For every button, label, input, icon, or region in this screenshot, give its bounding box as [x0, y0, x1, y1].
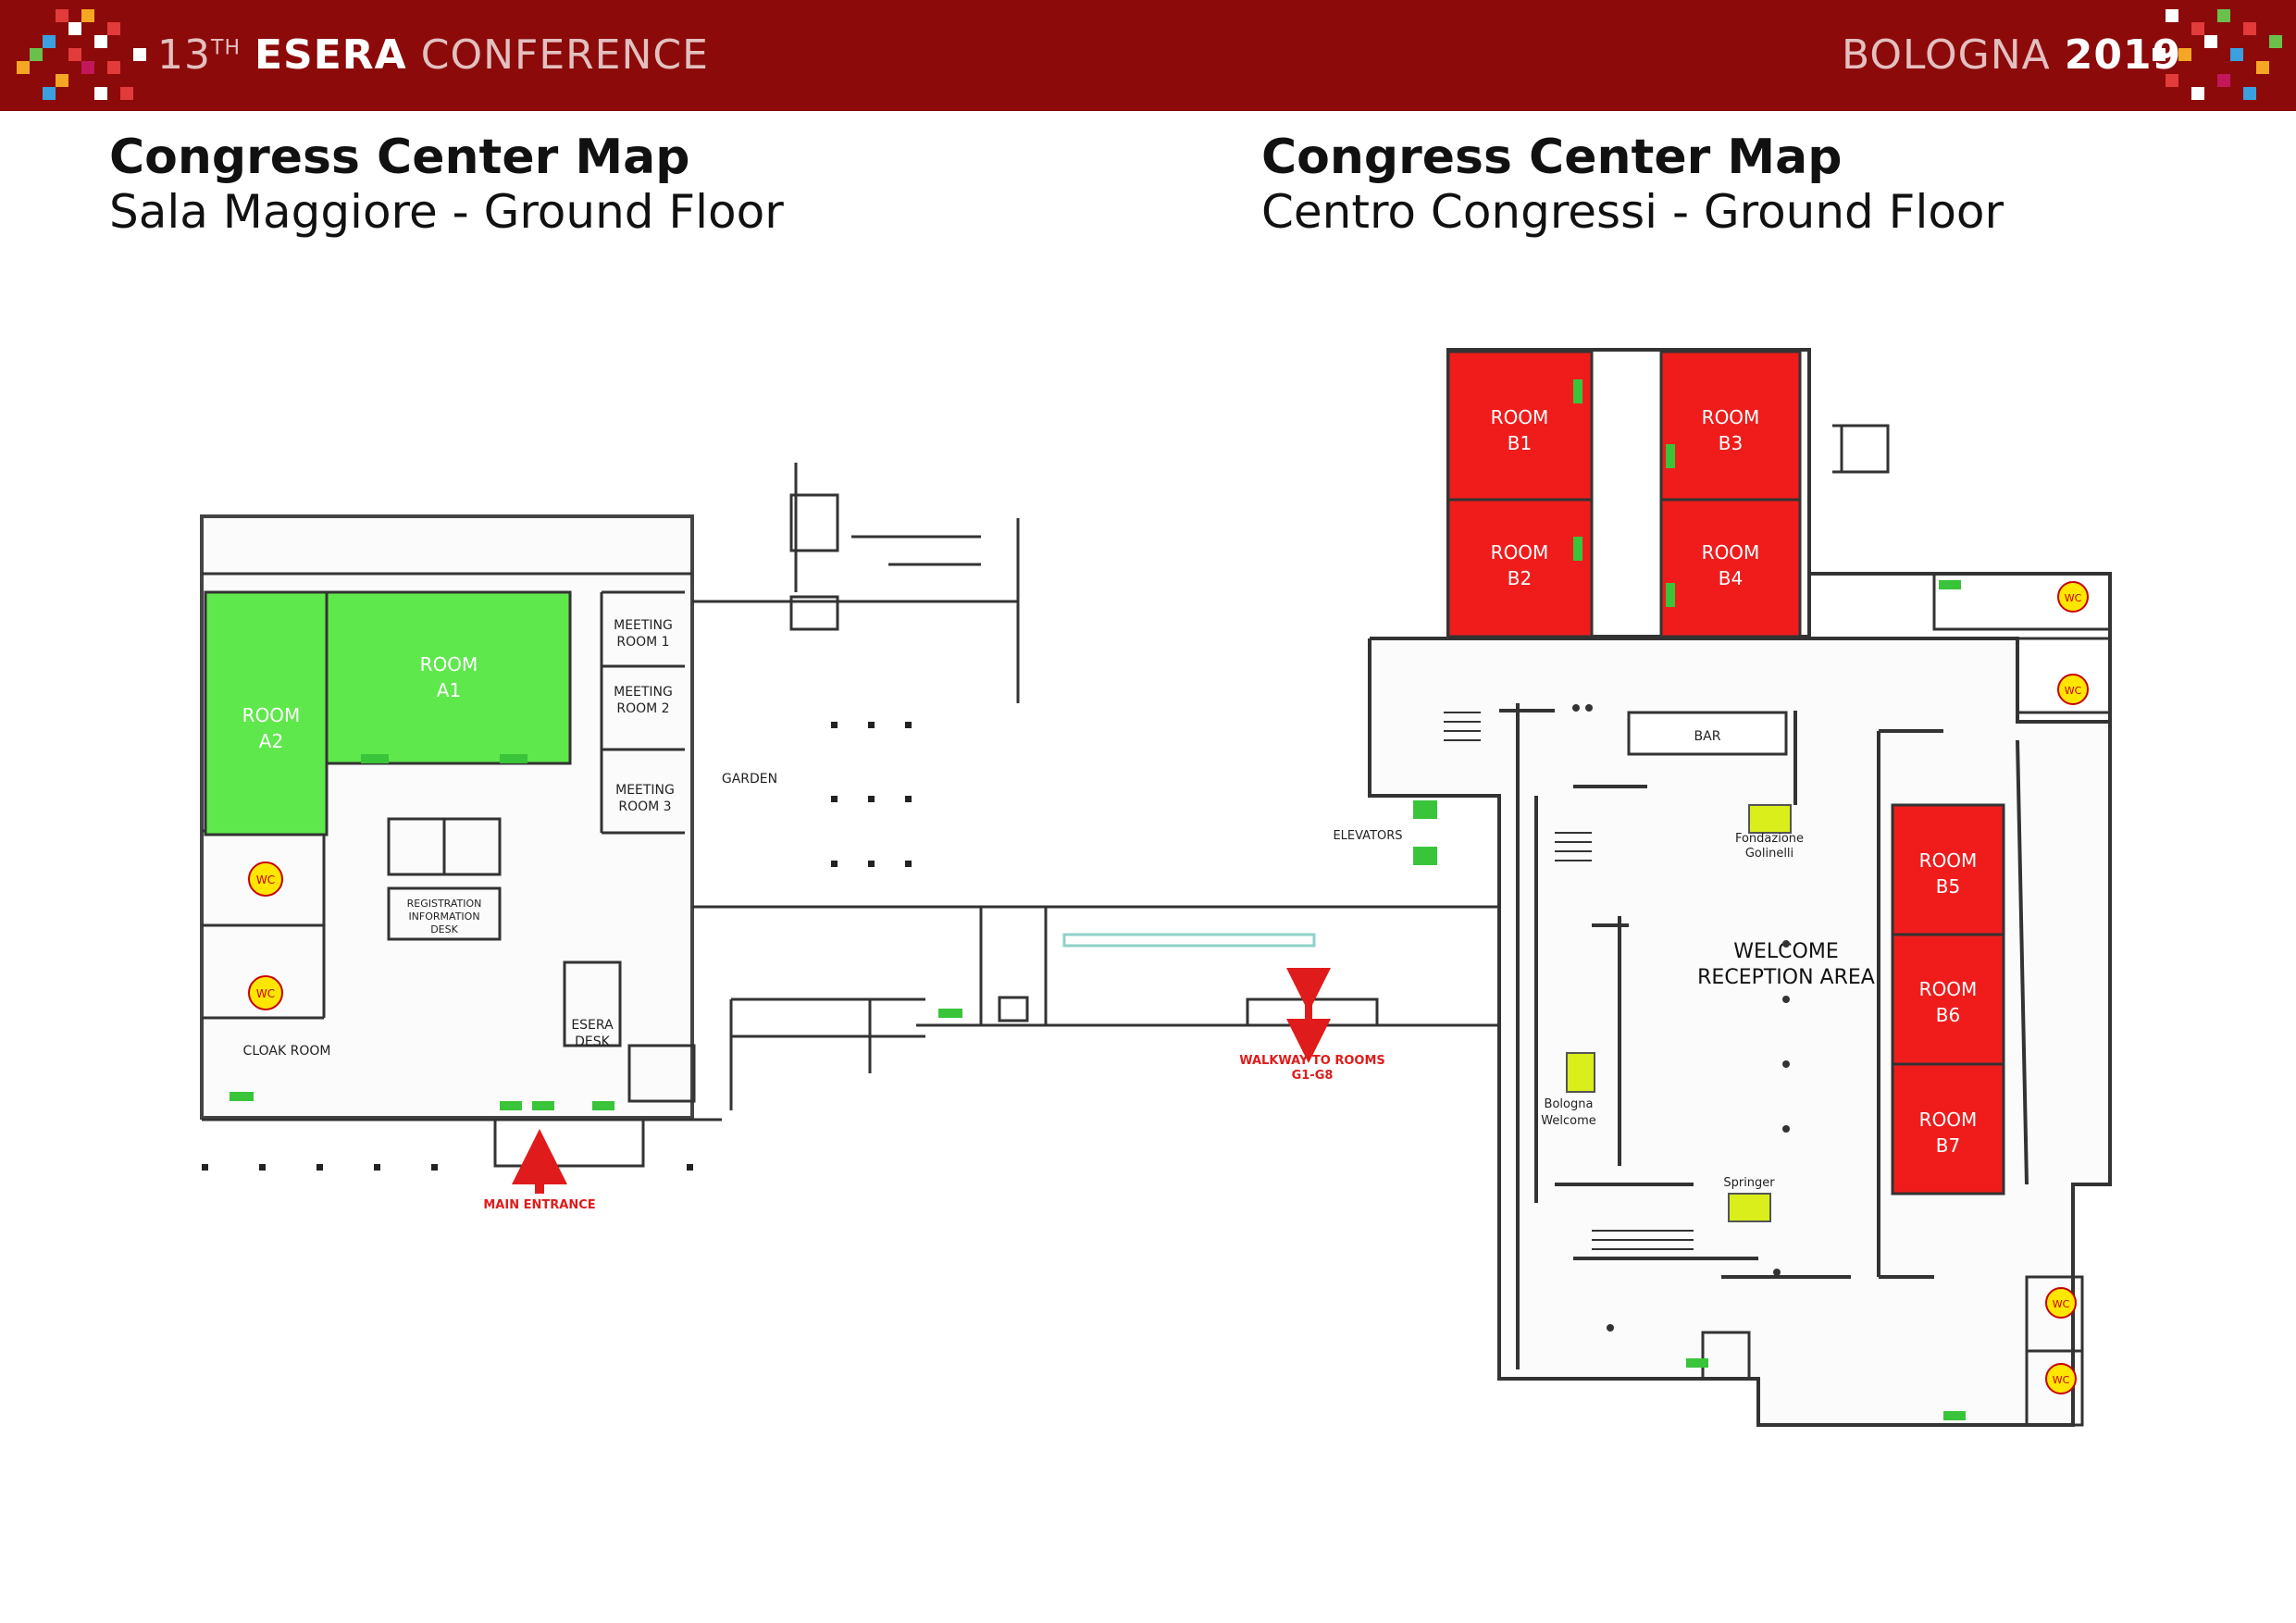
wc-icon: [2057, 674, 2089, 705]
room-b5[interactable]: [1891, 803, 2005, 936]
walkway-rooms[interactable]: G1-G8: [1292, 1069, 1334, 1083]
room-a1[interactable]: [325, 590, 572, 765]
cloak-room-label: CLOAK ROOM: [243, 1044, 331, 1059]
esera-desk-label-2: DESK: [575, 1035, 611, 1049]
stairs: [1444, 712, 1694, 1250]
garden-label: GARDEN: [722, 772, 777, 787]
room-a2-label: ROOM: [242, 704, 301, 726]
room-b4-number: B4: [1719, 567, 1743, 589]
meeting-room-3-number: ROOM 3: [618, 799, 671, 814]
wc-icon: [248, 861, 283, 897]
room-b6[interactable]: [1891, 933, 2005, 1066]
room-b5-number: B5: [1936, 875, 1960, 898]
registration-desk-label-2: INFORMATION: [408, 911, 479, 923]
wc-label: WC: [2065, 592, 2082, 604]
wc-icon: [2045, 1287, 2077, 1319]
fondazione-booth[interactable]: [1748, 804, 1792, 834]
left-map-subtitle: Sala Maggiore - Ground Floor: [109, 185, 784, 239]
wc-icon: [2057, 581, 2089, 613]
bologna-welcome-label-2: Welcome: [1541, 1114, 1595, 1128]
meeting-room-2-number: ROOM 2: [616, 701, 669, 716]
wc-icon: [2045, 1363, 2077, 1394]
conference-location: BOLOGNA 2019: [1842, 31, 2182, 79]
wc-label: WC: [2053, 1374, 2070, 1386]
room-b1-number: B1: [1508, 432, 1532, 454]
exit-signs: [230, 754, 962, 1110]
room-b3-number: B3: [1719, 432, 1743, 454]
left-map-title: Congress Center Map: [109, 130, 690, 185]
right-map-title: Congress Center Map: [1261, 130, 1843, 185]
springer-label: Springer: [1723, 1176, 1775, 1190]
right-map-subtitle: Centro Congressi - Ground Floor: [1261, 185, 2004, 239]
welcome-area-label-2: RECEPTION AREA: [1697, 966, 1875, 989]
room-b3-label: ROOM: [1702, 406, 1760, 428]
main-entrance-label[interactable]: MAIN ENTRANCE: [483, 1198, 595, 1212]
room-b5-label: ROOM: [1919, 849, 1978, 872]
room-b7[interactable]: [1891, 1062, 2005, 1196]
room-a2[interactable]: [204, 590, 329, 836]
room-a1-number: A1: [437, 679, 461, 701]
wc-label: WC: [256, 873, 275, 886]
room-b1[interactable]: [1446, 350, 1594, 502]
registration-desk-label-1: REGISTRATION: [407, 898, 482, 910]
room-b6-number: B6: [1936, 1004, 1960, 1026]
meeting-room-1-number: ROOM 1: [616, 635, 669, 650]
walkway-label[interactable]: WALKWAY TO ROOMS: [1239, 1054, 1385, 1068]
registration-desk-label-3: DESK: [430, 923, 458, 935]
room-b4-label: ROOM: [1702, 541, 1760, 564]
esera-desk-label-1: ESERA: [571, 1018, 614, 1033]
wc-label: WC: [2065, 685, 2082, 697]
wc-label: WC: [2053, 1298, 2070, 1310]
room-b7-number: B7: [1936, 1134, 1960, 1157]
room-b2[interactable]: [1446, 498, 1594, 638]
bar-label: BAR: [1694, 729, 1721, 744]
column-dots: [1572, 704, 1790, 1332]
meeting-room-3-label: MEETING: [615, 783, 675, 798]
room-b6-label: ROOM: [1919, 978, 1978, 1000]
room-b4[interactable]: [1659, 498, 1802, 638]
exit-signs-right: [1413, 379, 1966, 1420]
wc-icon: [248, 975, 283, 1010]
room-b2-label: ROOM: [1491, 541, 1549, 564]
bologna-welcome-label-1: Bologna: [1545, 1097, 1594, 1111]
bologna-welcome-booth[interactable]: [1566, 1052, 1595, 1093]
fondazione-label-1: Fondazione: [1735, 832, 1804, 846]
conference-name: 13TH ESERA CONFERENCE: [157, 31, 709, 79]
right-wc-group: WC WC WC WC: [2045, 581, 2089, 1394]
room-b7-label: ROOM: [1919, 1109, 1978, 1131]
room-b3[interactable]: [1659, 350, 1802, 502]
room-a2-number: A2: [259, 730, 283, 752]
fondazione-label-2: Golinelli: [1745, 847, 1793, 861]
springer-booth[interactable]: [1728, 1193, 1771, 1222]
walkway-corridor: [916, 905, 1499, 1027]
room-b2-number: B2: [1508, 567, 1532, 589]
room-a1-label: ROOM: [420, 653, 478, 675]
elevators-label: ELEVATORS: [1333, 829, 1402, 843]
garden-columns: [202, 722, 912, 1171]
room-b1-label: ROOM: [1491, 406, 1549, 428]
wc-label: WC: [256, 987, 275, 1000]
meeting-room-1-label: MEETING: [614, 618, 673, 633]
meeting-room-2-label: MEETING: [614, 685, 673, 700]
